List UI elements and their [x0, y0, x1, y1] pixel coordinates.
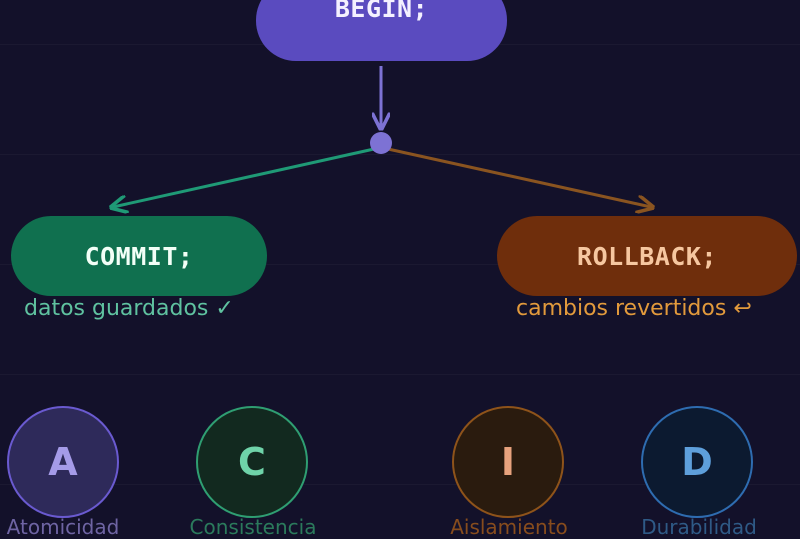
commit-node: COMMIT;: [11, 216, 267, 296]
acid-letter-a: A: [48, 440, 78, 484]
acid-circle-atomicity: A: [7, 406, 119, 518]
acid-circle-durability: D: [641, 406, 753, 518]
commit-arrow: [113, 147, 375, 207]
rollback-label: ROLLBACK;: [577, 241, 717, 271]
acid-letter-d: D: [681, 440, 713, 484]
acid-circle-consistency: C: [196, 406, 308, 518]
begin-node: BEGIN;: [256, 0, 507, 61]
acid-label-atomicity: Atomicidad: [6, 515, 120, 539]
acid-circle-isolation: I: [452, 406, 564, 518]
rollback-arrow: [387, 147, 651, 207]
commit-caption: datos guardados ✓: [24, 296, 234, 321]
acid-letter-c: C: [238, 440, 266, 484]
acid-label-durability: Durabilidad: [641, 515, 757, 539]
acid-letter-i: I: [500, 440, 516, 484]
acid-label-isolation: Aislamiento: [450, 515, 568, 539]
junction-node: [370, 132, 392, 154]
begin-label: BEGIN;: [334, 0, 429, 23]
rollback-caption: cambios revertidos ↩: [516, 296, 752, 321]
acid-label-consistency: Consistencia: [189, 515, 317, 539]
commit-label: COMMIT;: [84, 241, 194, 271]
rollback-node: ROLLBACK;: [497, 216, 797, 296]
